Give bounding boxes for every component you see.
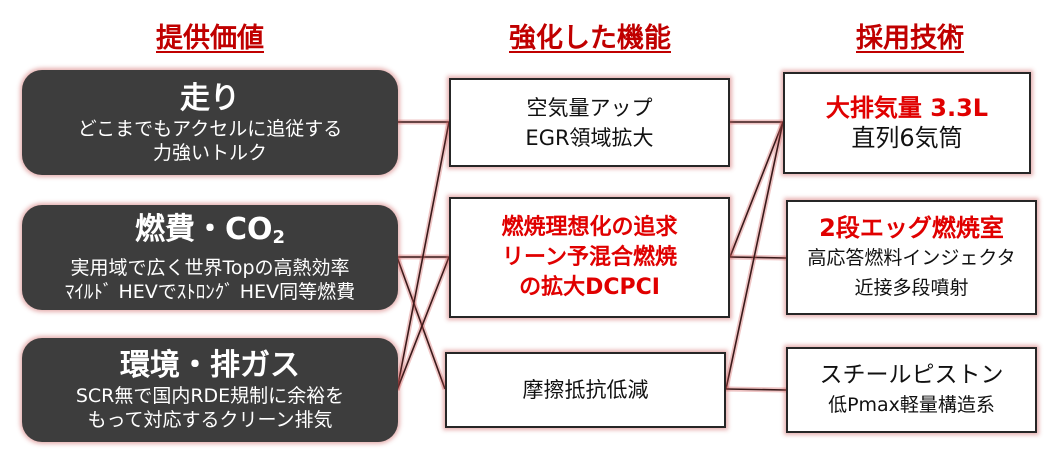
technology-line: 直列6気筒 (851, 124, 963, 152)
value-line: ﾏｲﾙﾄﾞ HEVでｽﾄﾛﾝｸﾞ HEV同等燃費 (64, 280, 356, 303)
function-line: 燃焼理想化の追求 (501, 214, 678, 240)
value-box-running: 走り どこまでもアクセルに追従する 力強いトルク (22, 70, 398, 175)
connector-value-2-function-0 (396, 121, 450, 391)
function-box-air-egr: 空気量アップ EGR領域拡大 (449, 78, 730, 167)
function-line: リーン予混合燃焼 (502, 244, 677, 270)
heading-technology: 採用技術 (856, 23, 964, 54)
connector-function-2-technology-0 (725, 121, 784, 390)
heading-value: 提供価値 (156, 23, 264, 54)
technology-line: 高応答燃料インジェクタ (807, 246, 1016, 269)
value-box-emissions: 環境・排ガス SCR無で国内RDE規制に余裕を もって対応するクリーン排気 (22, 338, 398, 442)
function-box-combustion: 燃焼理想化の追求 リーン予混合燃焼 の拡大DCPCI (449, 197, 730, 318)
value-line: 実用域で広く世界Topの高熱効率 (70, 256, 350, 279)
connector-value-1-function-2 (396, 256, 446, 390)
technology-line: 低Pmax軽量構造系 (828, 394, 995, 416)
function-line: 空気量アップ (526, 95, 653, 120)
value-line: SCR無で国内RDE規制に余裕を (75, 385, 345, 407)
value-title: 環境・排ガス (120, 348, 300, 383)
value-line: 力強いトルク (152, 141, 267, 164)
technology-box-piston: スチールピストン 低Pmax軽量構造系 (786, 347, 1037, 433)
technology-highlight: 大排気量 3.3L (825, 94, 989, 122)
value-line: どこまでもアクセルに追従する (77, 117, 343, 140)
value-box-fuel-co2: 燃費・CO2 実用域で広く世界Topの高熱効率 ﾏｲﾙﾄﾞ HEVでｽﾄﾛﾝｸﾞ… (22, 205, 398, 310)
technology-line: 近接多段噴射 (854, 276, 969, 299)
connector-function-2-technology-2 (725, 388, 787, 391)
value-title: 走り (180, 80, 240, 116)
technology-highlight: 2段エッグ燃焼室 (819, 213, 1004, 242)
function-line: 摩擦抵抗低減 (522, 378, 649, 402)
function-line: EGR領域拡大 (525, 125, 654, 150)
function-box-friction: 摩擦抵抗低減 (445, 352, 726, 428)
connector-function-1-technology-1 (729, 256, 787, 259)
connector-value-2-function-1 (396, 256, 450, 391)
technology-box-displacement: 大排気量 3.3L 直列6気筒 (783, 72, 1031, 174)
value-line: もって対応するクリーン排気 (87, 409, 333, 431)
technology-box-combustion-chamber: 2段エッグ燃焼室 高応答燃料インジェクタ 近接多段噴射 (786, 200, 1037, 315)
function-line: の拡大DCPCI (519, 274, 660, 300)
heading-function: 強化した機能 (509, 23, 671, 54)
technology-line: スチールピストン (819, 362, 1004, 388)
connector-function-1-technology-0 (729, 121, 784, 258)
value-title: 燃費・CO2 (134, 211, 286, 248)
